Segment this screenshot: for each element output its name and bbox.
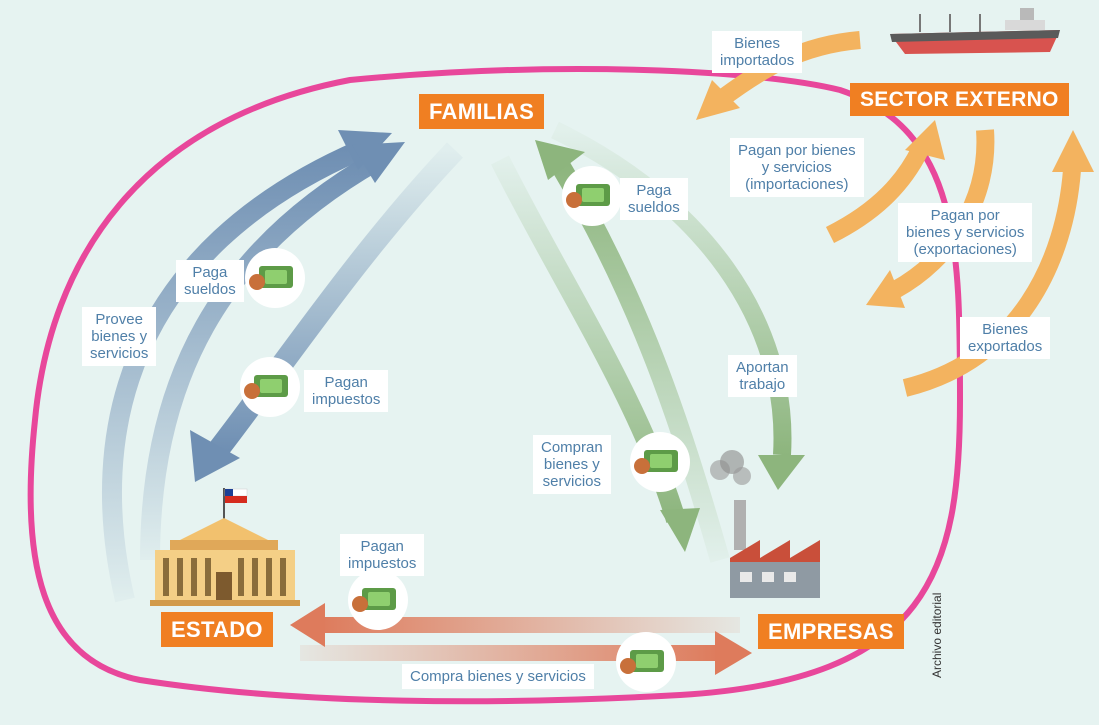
arrow-empresas-pagan-impuestos (320, 617, 740, 633)
money-icon (562, 166, 622, 226)
label-pagan-exportaciones: Pagan por bienes y servicios (exportacio… (898, 203, 1033, 262)
arrowhead-pagan-exportaciones (866, 270, 905, 308)
node-sector-externo: SECTOR EXTERNO (850, 83, 1069, 116)
label-bienes-importados: Bienes importados (712, 31, 803, 73)
money-icon (616, 632, 676, 692)
label-estado-paga-sueldos: Paga sueldos (176, 260, 244, 302)
arrowhead-bienes-exportados (1052, 130, 1094, 172)
arrow-bienes-exportados (902, 169, 1081, 397)
arrow-estado-paga-sueldos (140, 151, 383, 561)
government-building-icon (150, 488, 300, 606)
label-provee-bienes: Provee bienes y servicios (82, 307, 157, 366)
money-icon (240, 357, 300, 417)
label-compra-bienes-servicios: Compra bienes y servicios (402, 664, 594, 689)
money-icon (245, 248, 305, 308)
arrow-pagan-importaciones (825, 145, 929, 244)
arrowhead-bienes-importados (696, 80, 740, 120)
arrowhead-empresas-pagan-impuestos (290, 603, 325, 647)
node-empresas: EMPRESAS (758, 614, 904, 649)
money-icon (348, 570, 408, 630)
arrow-compra-bienes-servicios (300, 645, 720, 661)
arrowhead-aportan-trabajo (758, 455, 805, 490)
label-familias-pagan-impuestos: Pagan impuestos (304, 370, 389, 412)
label-aportan-trabajo: Aportan trabajo (728, 355, 797, 397)
label-empresa-paga-sueldos: Paga sueldos (620, 178, 688, 220)
label-pagan-importaciones: Pagan por bienes y servicios (importacio… (730, 138, 864, 197)
chile-flag-icon (224, 488, 248, 503)
arrowhead-empresa-paga-sueldos (535, 140, 585, 180)
arrowhead-familias-pagan-impuestos (190, 430, 240, 482)
arrowhead-estado-paga-sueldos (352, 142, 405, 183)
cargo-ship-icon (890, 8, 1060, 54)
node-familias: FAMILIAS (419, 94, 545, 129)
arrowhead-compran-bienes (660, 508, 700, 552)
label-compran-bienes: Compran bienes y servicios (533, 435, 611, 494)
economy-boundary-ring (27, 66, 964, 705)
factory-icon (710, 450, 820, 598)
arrowhead-compra-bienes-servicios (715, 631, 752, 675)
label-bienes-exportados: Bienes exportados (960, 317, 1051, 359)
label-empresas-pagan-impuestos: Pagan impuestos (340, 534, 425, 576)
arrow-aportan-trabajo (551, 121, 792, 456)
money-icon (630, 432, 690, 492)
image-credit: Archivo editorial (930, 592, 944, 678)
node-estado: ESTADO (161, 612, 273, 647)
arrow-familias-pagan-impuestos (209, 142, 463, 457)
arrowhead-pagan-importaciones (905, 120, 945, 160)
